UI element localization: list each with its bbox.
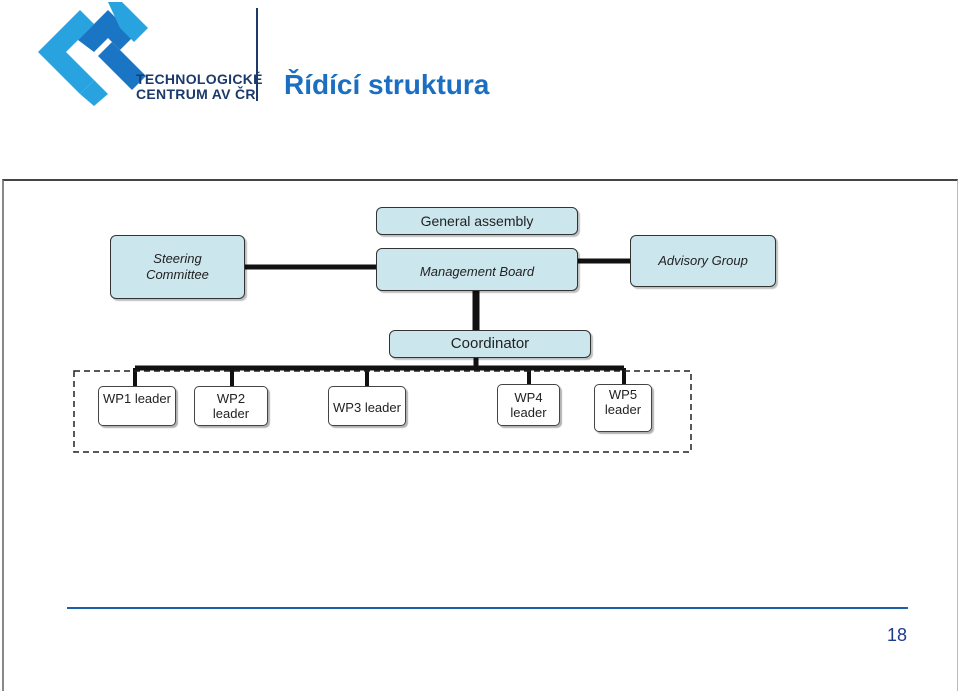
work-package-group-outline	[73, 370, 692, 453]
logo-text-line1: TECHNOLOGICKÉ	[136, 71, 263, 87]
logo-text-line2: CENTRUM AV ČR	[136, 86, 256, 102]
wp3-leader-box: WP3 leader	[328, 386, 406, 426]
advisory-group-box: Advisory Group	[630, 235, 776, 287]
wp2-leader-box: WP2 leader	[194, 386, 268, 426]
wp1-leader-box: WP1 leader	[98, 386, 176, 426]
coordinator-box: Coordinator	[389, 330, 591, 358]
management-board-box: Management Board	[376, 248, 578, 291]
wp5-leader-box: WP5 leader	[594, 384, 652, 432]
slide-frame	[2, 179, 958, 691]
footer-divider	[67, 607, 908, 609]
management-board-label: Management Board	[419, 264, 535, 279]
page-title: Řídící struktura	[284, 69, 490, 100]
advisory-group-label: Advisory Group	[658, 253, 748, 268]
steering-committee-box: Steering Committee	[110, 235, 245, 299]
header-divider	[256, 8, 258, 101]
page-number: 18	[886, 625, 907, 645]
technologicke-centrum-logo	[38, 2, 148, 106]
general-assembly-box: General assembly	[376, 207, 578, 235]
wp4-leader-box: WP4 leader	[497, 384, 560, 426]
